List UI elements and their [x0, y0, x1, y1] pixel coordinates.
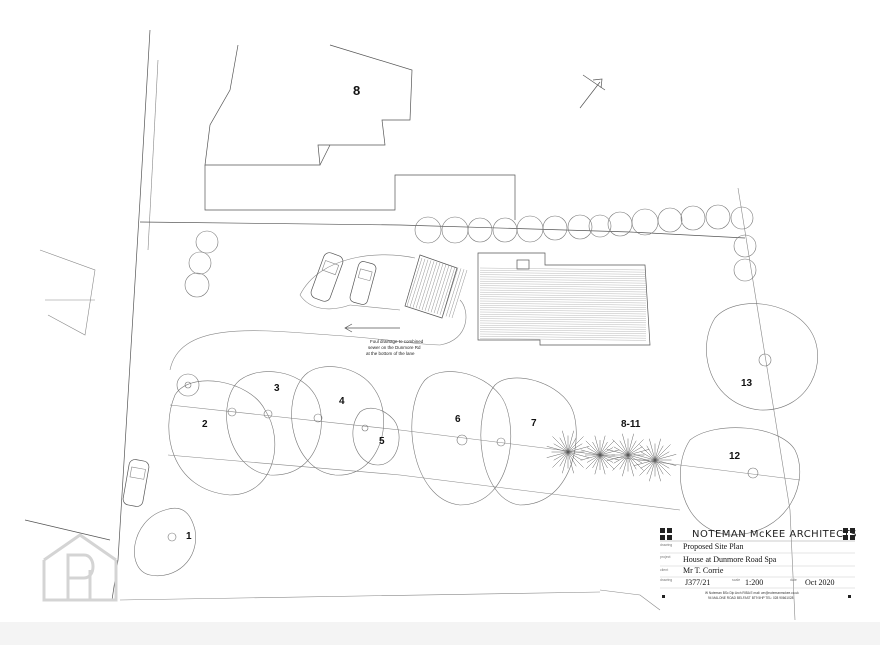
tree-2-label: 2 [202, 419, 208, 430]
tree-3-label: 3 [274, 383, 280, 394]
parked-car-3 [122, 459, 150, 507]
svg-text:drawing: drawing [660, 578, 672, 582]
title-block: NOTEMAN McKEE ARCHITECTS drawing Propose… [660, 528, 857, 600]
project-name: House at Dunmore Road Spa [683, 555, 777, 564]
tree-canopies [134, 303, 818, 577]
trees-8-11-label: 8-11 [621, 419, 641, 430]
house-8-label: 8 [353, 83, 360, 98]
parked-car-2 [349, 261, 377, 305]
svg-text:W Noteman BSc Dip Arch RIBA: W Noteman BSc Dip Arch RIBA E mail: wn@n… [705, 591, 799, 595]
drawing-scale: 1:200 [745, 578, 763, 587]
svg-text:drawing: drawing [660, 543, 672, 547]
tree-1-label: 1 [186, 531, 192, 542]
tree-6-label: 6 [455, 414, 461, 425]
garage [404, 254, 468, 319]
client-name: Mr T. Corrie [683, 566, 724, 575]
neighbour-house-8: 8 [204, 44, 516, 220]
svg-text:date: date [790, 578, 797, 582]
drainage-note: Foul drainage to combined sewer on the D… [344, 323, 424, 356]
drawing-number: J377/21 [685, 578, 710, 587]
firm-name: NOTEMAN McKEE ARCHITECTS [692, 529, 857, 540]
drawing-title: Proposed Site Plan [683, 542, 743, 551]
svg-text:sewer on the Dunmore Rd: sewer on the Dunmore Rd [368, 345, 421, 350]
svg-text:94 MALONE ROAD BELFAST BT9 5HP: 94 MALONE ROAD BELFAST BT9 5HP TEL: 028 … [708, 596, 794, 600]
driveway [169, 254, 467, 371]
trees-8-11-canopy [546, 430, 677, 482]
svg-text:project: project [660, 555, 671, 559]
tree-7-label: 7 [531, 418, 537, 429]
watermark-logo [42, 533, 118, 602]
tree-labels: 1 2 3 4 5 6 7 8-11 12 13 [186, 378, 753, 542]
proposed-house [477, 252, 651, 346]
svg-text:scale: scale [732, 578, 740, 582]
drawing-date: Oct 2020 [805, 578, 835, 587]
hedge-trees [184, 204, 757, 298]
road-lines [24, 29, 801, 621]
bottom-band [0, 622, 880, 645]
tree-5-label: 5 [379, 436, 385, 447]
parked-car-1 [310, 252, 344, 302]
north-arrow-icon [579, 74, 606, 109]
tree-4-label: 4 [339, 396, 345, 407]
svg-text:Foul drainage to combined: Foul drainage to combined [370, 339, 424, 344]
tree-12-label: 12 [729, 451, 741, 462]
svg-text:at the bottom of the lane: at the bottom of the lane [366, 351, 415, 356]
tree-13-label: 13 [741, 378, 753, 389]
svg-text:client: client [660, 568, 668, 572]
